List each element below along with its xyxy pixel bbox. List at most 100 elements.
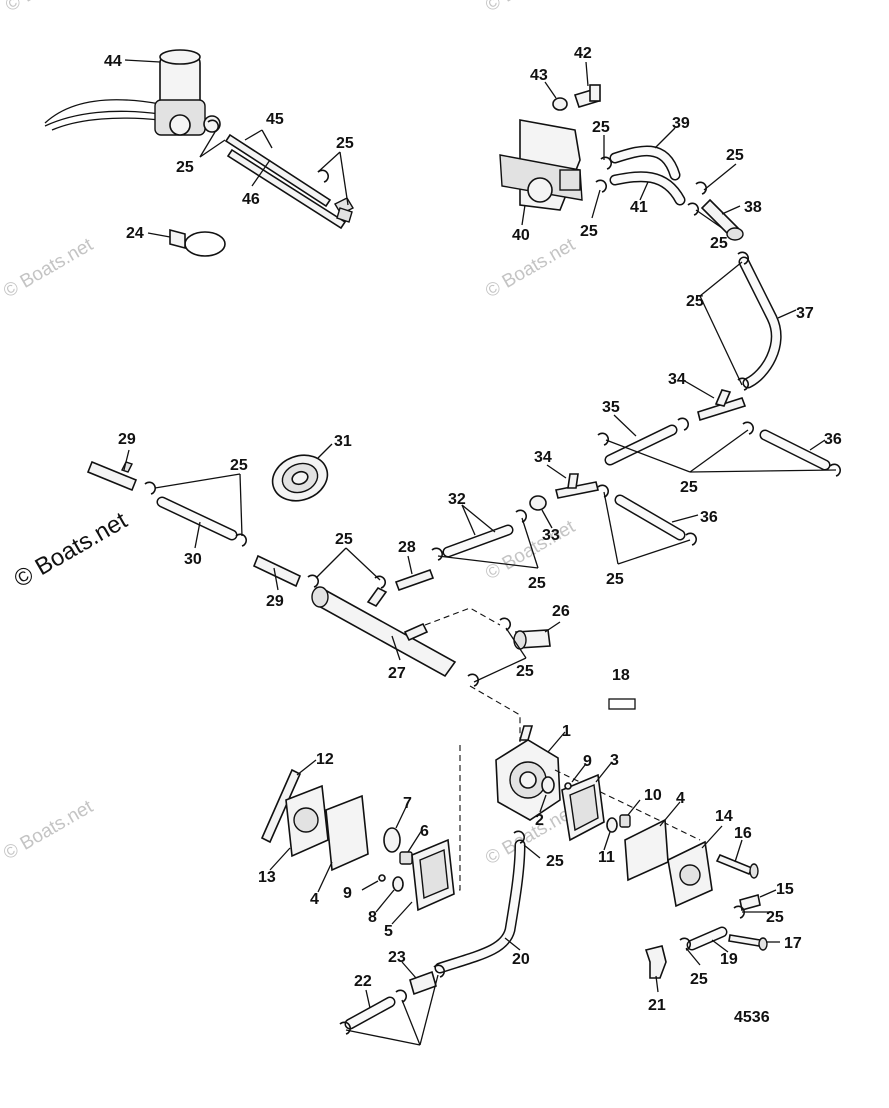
part-7-diaphragm-disc	[383, 806, 407, 853]
part-24-clamp	[147, 228, 226, 257]
callout-1: 1	[562, 723, 571, 740]
clamp-leaders	[154, 135, 837, 966]
clamps-part-25	[144, 119, 842, 1035]
hose-37	[738, 256, 797, 389]
callout-25: 25	[336, 135, 354, 152]
part-16-screw	[715, 839, 759, 879]
part-42-43-bolt-washer	[544, 61, 601, 111]
callout-28: 28	[398, 539, 416, 556]
part-40-bracket	[499, 119, 583, 226]
callouts: 1 2 3 4 4 5 6 7 8 9 9 10 11 12 13 14 15 …	[104, 45, 842, 1026]
callout-18: 18	[612, 667, 630, 684]
callout-25: 25	[516, 663, 534, 680]
callout-24: 24	[126, 225, 144, 242]
part-11-retainer	[603, 817, 618, 851]
callout-20: 20	[512, 951, 530, 968]
callout-34: 34	[668, 371, 686, 388]
callout-17: 17	[784, 935, 802, 952]
part-38-check-valve	[700, 198, 744, 241]
watermark-large: © Boats.net	[10, 507, 133, 593]
callout-9: 9	[343, 885, 352, 902]
part-10-spring	[619, 799, 641, 828]
callout-14: 14	[715, 808, 733, 825]
callout-35: 35	[602, 399, 620, 416]
watermark: © Boats.net	[482, 234, 579, 302]
callout-26: 26	[552, 603, 570, 620]
part-14-pump-cover	[667, 825, 723, 908]
part-12-strap	[260, 759, 317, 844]
callout-5: 5	[384, 923, 393, 940]
callout-7: 7	[403, 795, 412, 812]
part-29-fitting-mid	[252, 554, 302, 591]
callout-38: 38	[744, 199, 762, 216]
part-23-fitting	[401, 961, 437, 996]
callout-12: 12	[316, 751, 334, 768]
part-27-manifold	[311, 586, 501, 678]
hose-32	[442, 504, 514, 558]
part-19-hose	[686, 926, 729, 953]
callout-27: 27	[388, 665, 406, 682]
callout-31: 31	[334, 433, 352, 450]
callout-33: 33	[542, 527, 560, 544]
watermark: © Boats.net	[2, 0, 99, 16]
callout-3: 3	[610, 752, 619, 769]
callout-16: 16	[734, 825, 752, 842]
part-5-gasket	[391, 838, 455, 925]
part-3-gasket	[561, 761, 613, 842]
hose-20	[434, 839, 541, 974]
callout-25: 25	[580, 223, 598, 240]
part-29-fitting-left	[86, 449, 138, 492]
part-21-elbow	[644, 945, 667, 993]
callout-19: 19	[720, 951, 738, 968]
callout-29: 29	[118, 431, 136, 448]
callout-15: 15	[776, 881, 794, 898]
callout-25: 25	[592, 119, 610, 136]
callout-36: 36	[824, 431, 842, 448]
callout-25: 25	[176, 159, 194, 176]
callout-43: 43	[530, 67, 548, 84]
callout-36: 36	[700, 509, 718, 526]
callout-22: 22	[354, 973, 372, 990]
hoses-35-36-upper	[604, 414, 831, 471]
callout-25: 25	[528, 575, 546, 592]
watermark: © Boats.net	[0, 234, 97, 302]
callout-25: 25	[710, 235, 728, 252]
part-8-disc	[375, 876, 404, 913]
part-1-pump-body	[495, 725, 566, 821]
callout-10: 10	[644, 787, 662, 804]
callout-23: 23	[388, 949, 406, 966]
callout-25: 25	[230, 457, 248, 474]
part-2-disc	[539, 776, 555, 813]
hose-36-lower	[614, 494, 699, 541]
callout-37: 37	[796, 305, 814, 322]
callout-46: 46	[242, 191, 260, 208]
dashed-leader-pump-left	[455, 745, 461, 891]
hose-22	[344, 989, 396, 1030]
callout-29: 29	[266, 593, 284, 610]
part-13-pump-base	[269, 784, 329, 871]
callout-25: 25	[335, 531, 353, 548]
callout-25: 25	[686, 293, 704, 310]
diagram-number: 4536	[734, 1009, 770, 1026]
callout-42: 42	[574, 45, 592, 62]
part-44-primer-solenoid	[44, 49, 221, 136]
lower-clamp-leaders	[345, 974, 439, 1046]
callout-25: 25	[606, 571, 624, 588]
callout-13: 13	[258, 869, 276, 886]
callout-6: 6	[420, 823, 429, 840]
part-34-tee-lower	[546, 464, 599, 499]
callout-2: 2	[535, 812, 544, 829]
callout-21: 21	[648, 997, 666, 1014]
callout-25: 25	[690, 971, 708, 988]
callout-41: 41	[630, 199, 648, 216]
callout-25: 25	[766, 909, 784, 926]
callout-34: 34	[534, 449, 552, 466]
callout-25: 25	[726, 147, 744, 164]
callout-25: 25	[680, 479, 698, 496]
hose-30	[156, 496, 238, 549]
part-26-fitting	[513, 621, 561, 650]
part-4-diaphragm-left	[317, 794, 369, 893]
callout-40: 40	[512, 227, 530, 244]
callout-11: 11	[598, 849, 615, 866]
